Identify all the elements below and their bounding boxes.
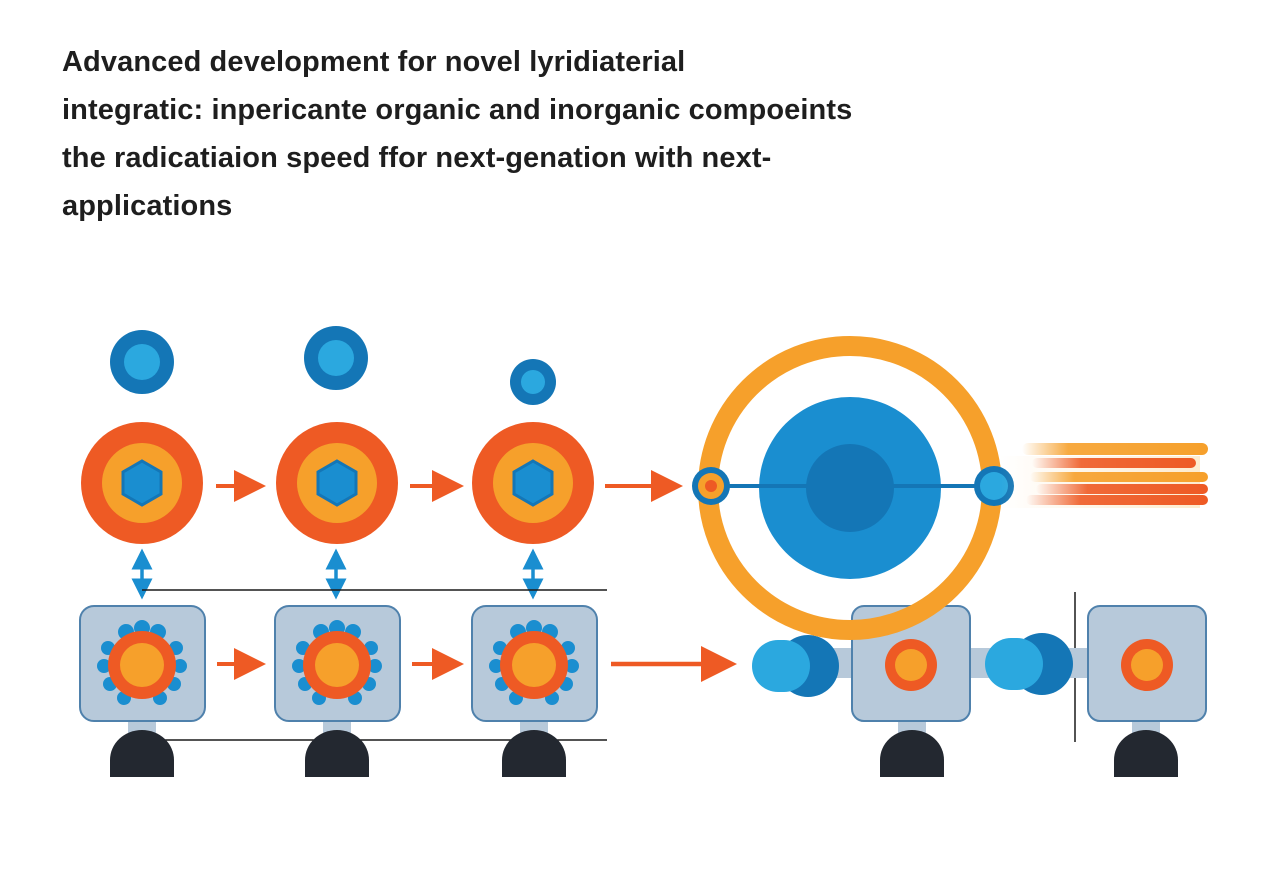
title-line-2: integratic: inpericante organic and inor… (62, 94, 853, 126)
stand-base-icon (1114, 718, 1178, 777)
nanoparticle-cluster-icon (471, 605, 598, 722)
nanoparticle-cluster-icon (79, 605, 206, 722)
core-module-box (1087, 605, 1207, 722)
stand-base-icon (110, 718, 174, 777)
diagram-title: Advanced development for novel lyridiate… (62, 38, 1062, 230)
top-dot-1 (110, 330, 174, 394)
stand-base-icon (880, 718, 944, 777)
orbital-reactor-icon (692, 336, 1014, 640)
title-line-4: applications (62, 190, 233, 222)
nanoparticle-cluster-icon (274, 605, 401, 722)
capsule-joint-icon (985, 633, 1073, 695)
stand-base-icon (305, 718, 369, 777)
capsule-joint-icon (752, 635, 839, 697)
stand-base-icon (502, 718, 566, 777)
connector-rod (1068, 648, 1090, 678)
top-dot-2 (304, 326, 368, 390)
hexagon-core-icon (472, 422, 594, 544)
reactor-node-left (692, 467, 730, 505)
hexagon-core-icon (276, 422, 398, 544)
title-line-3: the radicatiaion speed ffor next-genatio… (62, 142, 772, 174)
radiation-beam-icon (1000, 443, 1208, 508)
title-line-1: Advanced development for novel lyridiate… (62, 46, 686, 78)
top-dot-3 (510, 359, 556, 405)
hexagon-core-icon (81, 422, 203, 544)
